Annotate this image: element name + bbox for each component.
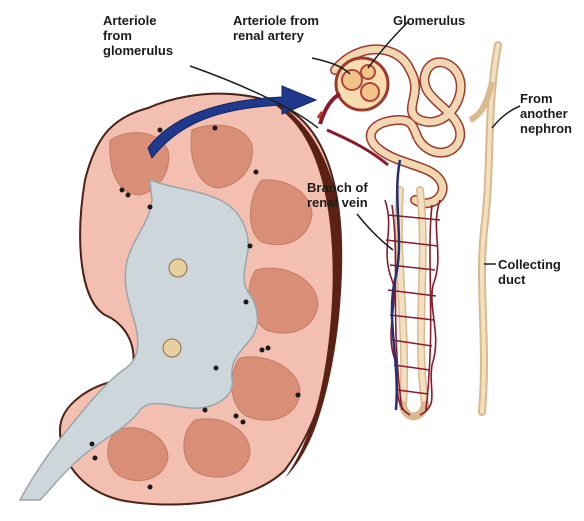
- label-arteriole-from-glomerulus: Arteriole from glomerulus: [103, 13, 173, 58]
- nephron: [318, 45, 498, 416]
- label-glomerulus: Glomerulus: [393, 13, 465, 28]
- label-from-another-nephron: From another nephron: [520, 91, 572, 136]
- peritubular-capillaries: [385, 200, 440, 415]
- label-collecting-duct: Collecting duct: [498, 257, 561, 287]
- label-branch-of-renal-vein: Branch of renal vein: [307, 180, 368, 210]
- kidney: [20, 94, 342, 505]
- afferent-arteriole: [320, 94, 340, 124]
- label-arteriole-from-renal-artery: Arteriole from renal artery: [233, 13, 319, 43]
- glomerulus: [336, 58, 388, 110]
